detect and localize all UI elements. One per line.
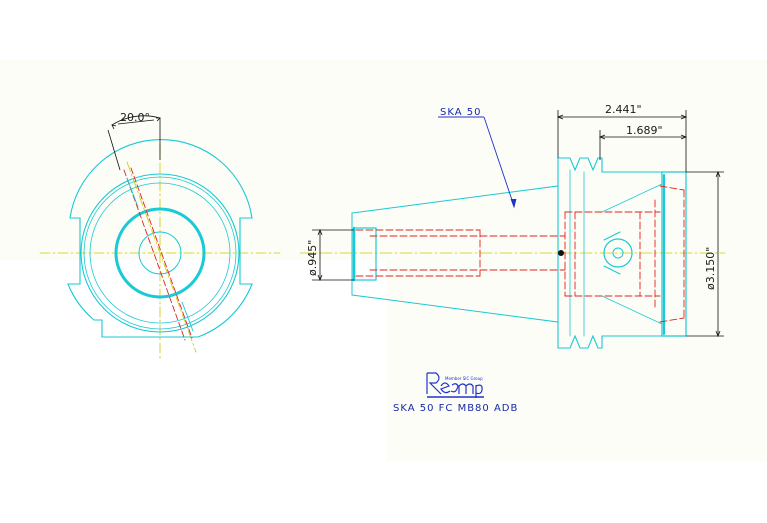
callout-label: SKA 50 [440,107,481,118]
angle-dimension [107,115,161,171]
dim-bore-diameter: ø.945" [306,240,319,276]
side-view [299,157,726,349]
bore-diameter-dimension [312,228,354,282]
drawing-sheet-left [0,60,386,260]
cam-circle [603,238,633,268]
front-flange-circle [80,173,240,333]
front-pilot-circle [138,231,182,275]
length-dimensions [556,110,688,172]
flange-diameter-dimension [686,170,724,338]
datum-point [558,250,564,256]
drawing-sheet-right [386,60,767,461]
front-view [39,139,281,361]
shank-end [353,227,377,281]
angle-dim-text: 20.0° [120,111,150,124]
dim-flange-length: 1.689" [626,124,663,137]
dim-flange-diameter: ø3.150" [704,247,717,290]
hidden-internal-lines [355,185,685,323]
tool-head [661,171,687,337]
part-caption: SKA 50 FC MB80 ADB [393,403,518,414]
front-bore-circle [114,207,206,299]
front-hidden-slot [123,167,193,341]
company-logo [426,372,484,398]
dim-total-length: 2.441" [605,103,642,116]
taper-shank [351,185,559,323]
front-slot-edges [126,177,194,332]
front-outer-contour [67,139,253,338]
callout-leader [438,116,517,209]
logo-small-text: Member SIC Group [445,376,483,381]
